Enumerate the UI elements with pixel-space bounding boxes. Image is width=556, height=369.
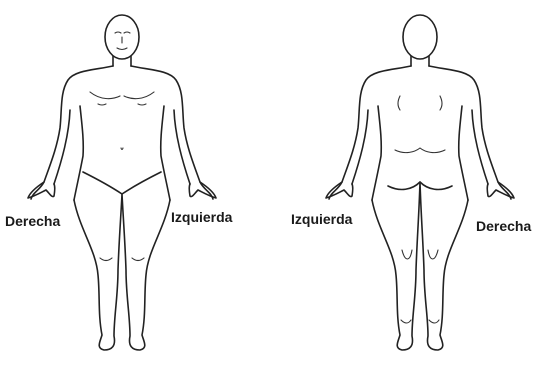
label-back-right-side: Derecha [476, 219, 531, 233]
label-front-left-side: Izquierda [171, 210, 232, 224]
label-back-left-side: Izquierda [291, 212, 352, 226]
back-body-outline [326, 15, 514, 350]
label-front-right-side: Derecha [5, 214, 60, 228]
back-head [403, 15, 437, 59]
